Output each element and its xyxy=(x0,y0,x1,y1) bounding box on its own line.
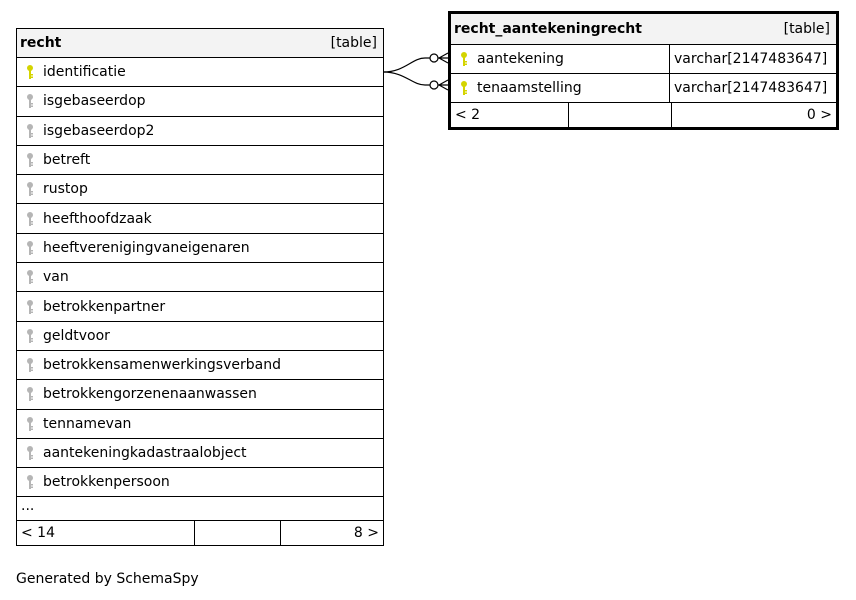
foreign-key-icon xyxy=(17,123,43,139)
column-name-cell: tenaamstelling xyxy=(451,74,670,102)
column-name: rustop xyxy=(43,181,88,198)
column-row[interactable]: aantekeningkadastraalobject xyxy=(17,439,383,469)
relation-line-aantekening xyxy=(382,57,440,73)
children-count: 8 > xyxy=(353,525,379,542)
foreign-key-icon xyxy=(17,269,43,285)
primary-key-icon xyxy=(451,51,477,67)
column-row[interactable]: tenaamstelling varchar[2147483647] xyxy=(451,74,836,103)
table-name[interactable]: recht_aantekeningrecht xyxy=(454,21,642,37)
column-row[interactable]: isgebaseerdop xyxy=(17,87,383,117)
column-row[interactable]: isgebaseerdop2 xyxy=(17,117,383,146)
column-row[interactable]: betreft xyxy=(17,146,383,176)
column-row[interactable]: van xyxy=(17,263,383,293)
column-name: tennamevan xyxy=(43,415,132,432)
column-name: identificatie xyxy=(43,64,126,81)
column-row[interactable]: tennamevan xyxy=(17,410,383,439)
table-header: recht_aantekeningrecht [table] xyxy=(451,14,836,45)
column-row[interactable]: betrokkensamenwerkingsverband xyxy=(17,351,383,381)
column-row[interactable]: betrokkengorzenenaanwassen xyxy=(17,380,383,410)
footer-spacer xyxy=(569,103,672,127)
column-name: betrokkenpartner xyxy=(43,298,166,315)
column-row[interactable]: geldtvoor xyxy=(17,322,383,351)
foreign-key-icon xyxy=(17,386,43,402)
column-name: heeftverenigingvaneigenaren xyxy=(43,239,250,256)
table-name[interactable]: recht xyxy=(20,35,62,51)
parents-count: < 14 xyxy=(17,521,195,546)
foreign-key-icon xyxy=(17,211,43,227)
table-footer: < 2 0 > xyxy=(451,103,836,127)
column-name: tenaamstelling xyxy=(477,80,582,96)
table-recht[interactable]: recht [table] identificatie isgebaseerdop… xyxy=(16,28,384,547)
column-row[interactable]: heefthoofdzaak xyxy=(17,204,383,234)
foreign-key-icon xyxy=(17,357,43,373)
column-type: varchar[2147483647] xyxy=(674,51,828,67)
foreign-key-icon xyxy=(17,240,43,256)
column-row[interactable]: betrokkenpartner xyxy=(17,292,383,322)
zero-marker xyxy=(429,53,439,63)
column-name: geldtvoor xyxy=(43,327,110,344)
foreign-key-icon xyxy=(17,181,43,197)
primary-key-icon xyxy=(451,80,477,96)
relation-line-tenaamstelling xyxy=(382,71,440,86)
crowfoot-marker xyxy=(438,79,449,91)
column-name: isgebaseerdop2 xyxy=(43,122,155,139)
column-name: betrokkengorzenenaanwassen xyxy=(43,386,257,403)
generated-by-label: Generated by SchemaSpy xyxy=(16,571,199,587)
foreign-key-icon xyxy=(17,93,43,109)
foreign-key-icon xyxy=(17,474,43,490)
foreign-key-icon xyxy=(17,416,43,432)
column-name: aantekeningkadastraalobject xyxy=(43,445,247,461)
column-row[interactable]: identificatie xyxy=(17,58,383,88)
table-kind: [table] xyxy=(783,21,830,37)
column-row[interactable]: betrokkenpersoon xyxy=(17,468,383,498)
foreign-key-icon xyxy=(17,328,43,344)
column-row[interactable]: rustop xyxy=(17,175,383,205)
parents-count: < 2 xyxy=(451,103,569,127)
column-name: van xyxy=(43,269,69,286)
column-type: varchar[2147483647] xyxy=(674,80,828,96)
footer-spacer xyxy=(195,521,281,546)
children-count: 0 > xyxy=(806,107,832,123)
crowfoot-marker xyxy=(438,52,449,64)
foreign-key-icon xyxy=(17,445,43,461)
more-columns: ... xyxy=(17,497,383,522)
zero-marker xyxy=(429,80,439,90)
column-name: betrokkensamenwerkingsverband xyxy=(43,357,281,374)
table-header: recht [table] xyxy=(17,29,383,58)
table-footer: < 14 8 > xyxy=(17,521,383,546)
column-name: betrokkenpersoon xyxy=(43,474,170,491)
foreign-key-icon xyxy=(17,299,43,315)
column-name-cell: aantekening xyxy=(451,45,670,73)
table-recht-aantekeningrecht[interactable]: recht_aantekeningrecht [table] aantekeni… xyxy=(448,11,839,130)
table-kind: [table] xyxy=(330,35,377,51)
primary-key-icon xyxy=(17,64,43,80)
foreign-key-icon xyxy=(17,152,43,168)
column-name: betreft xyxy=(43,152,91,169)
column-row[interactable]: aantekening varchar[2147483647] xyxy=(451,45,836,74)
column-name: heefthoofdzaak xyxy=(43,210,152,227)
column-name: isgebaseerdop xyxy=(43,93,146,110)
column-row[interactable]: heeftverenigingvaneigenaren xyxy=(17,234,383,264)
column-name: aantekening xyxy=(477,51,564,67)
